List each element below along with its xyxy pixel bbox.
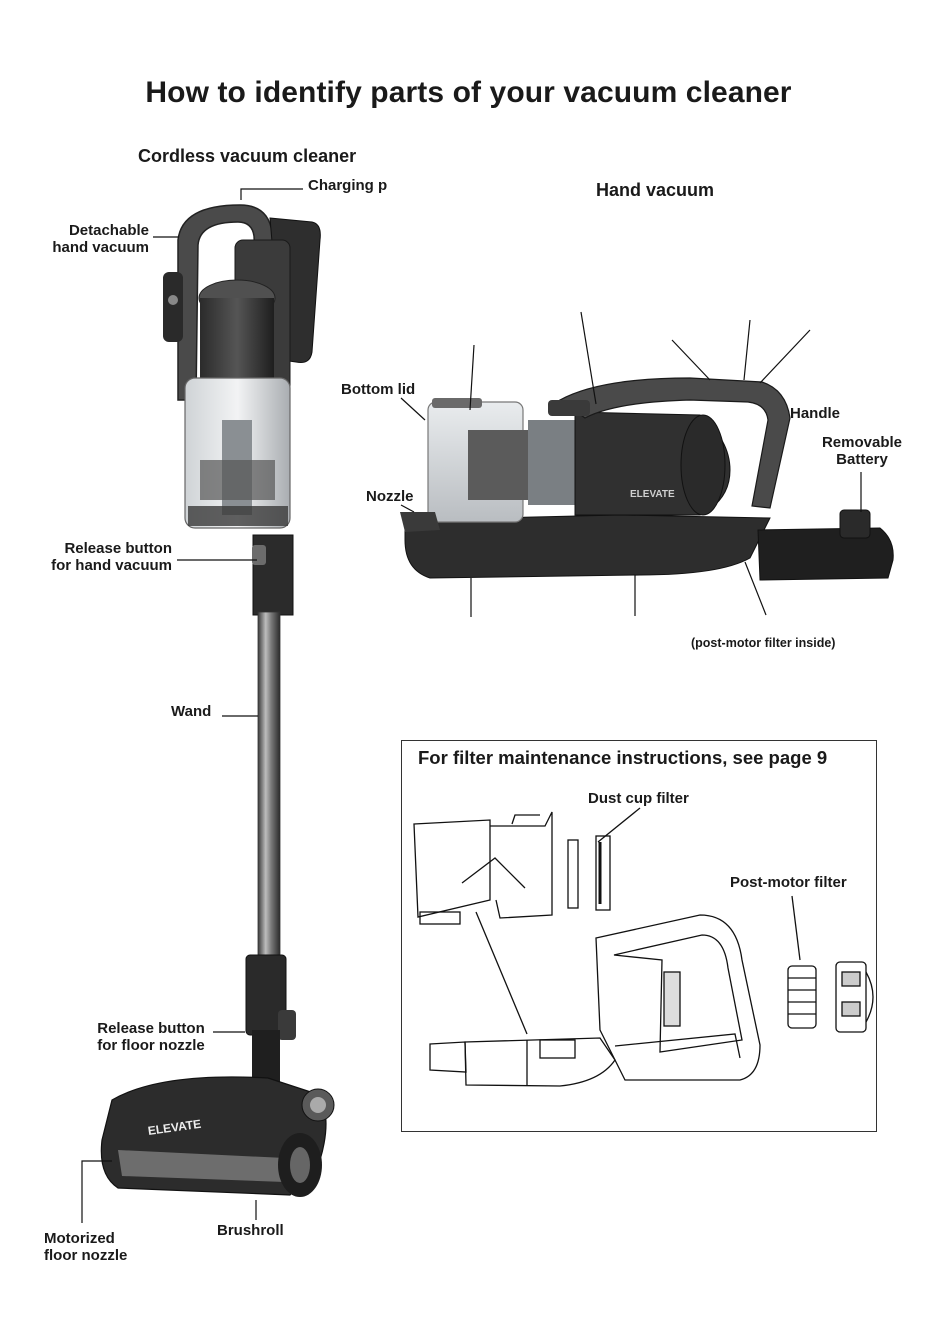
dust-cup-filter-label: Dust cup filter — [588, 790, 689, 807]
release-hand-line2: for hand vacuum — [51, 557, 172, 574]
hand-vacuum-illustration: ELEVATE — [400, 377, 894, 581]
hand-vacuum-heading: Hand vacuum — [596, 180, 715, 200]
brushroll-label: Brushroll — [217, 1222, 284, 1239]
battery-line2: Battery — [836, 451, 888, 468]
hand-vacuum-brand: ELEVATE — [630, 489, 675, 500]
release-button-floor-label: Release button for floor nozzle — [86, 1020, 216, 1054]
release-floor-line1: Release button — [97, 1020, 205, 1037]
charging-port-label: Charging p — [308, 177, 388, 194]
filter-box-title: For filter maintenance instructions, see… — [418, 747, 828, 768]
detachable-label-line1: Detachable — [68, 222, 149, 239]
release-button-hand-label: Release button for hand vacuum — [30, 540, 172, 574]
handle-label: Handle — [790, 405, 841, 422]
stick-vacuum-illustration: ELEVATE — [100, 204, 335, 1197]
hand-leader-lines — [400, 311, 862, 617]
cordless-heading: Cordless vacuum cleaner — [138, 146, 357, 166]
post-motor-note: (post-motor filter inside) — [691, 636, 836, 650]
filter-maintenance-box — [401, 740, 877, 1132]
page-title: How to identify parts of your vacuum cle… — [145, 76, 792, 109]
motorized-line2: floor nozzle — [44, 1247, 128, 1264]
motorized-floor-nozzle-label: Motorized floor nozzle — [44, 1230, 127, 1264]
bottom-lid-label: Bottom lid — [341, 381, 416, 398]
release-floor-line2: for floor nozzle — [97, 1037, 205, 1054]
battery-line1: Removable — [821, 434, 903, 451]
post-motor-filter-label: Post-motor filter — [730, 874, 847, 891]
cordless-leader-lines — [81, 188, 303, 1223]
filter-line-art — [413, 807, 874, 1087]
removable-battery-label: Removable Battery — [814, 434, 910, 468]
detachable-hand-vacuum-label: Detachable hand vacuum — [30, 222, 149, 256]
motorized-line1: Motorized — [44, 1230, 115, 1247]
wand-label: Wand — [171, 703, 212, 720]
detachable-label-line2: hand vacuum — [52, 239, 149, 256]
nozzle-label: Nozzle — [366, 488, 414, 505]
release-hand-line1: Release button — [64, 540, 172, 557]
